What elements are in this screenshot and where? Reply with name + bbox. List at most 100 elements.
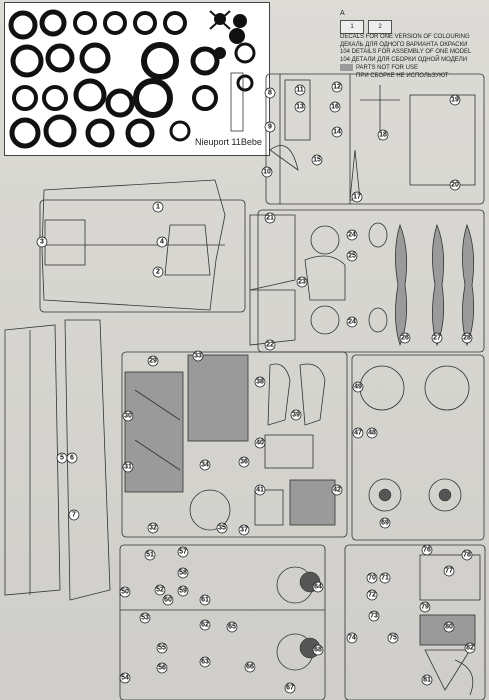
part-21-circle: [264, 212, 276, 224]
part-23-circle: [296, 276, 308, 288]
part-57-circle: [177, 546, 189, 558]
part-20: 20: [451, 182, 459, 189]
part-13-circle: [294, 101, 306, 113]
part-61: 61: [201, 597, 209, 604]
part-72: 72: [368, 592, 376, 599]
part-40-circle: [254, 437, 266, 449]
part-71: 71: [381, 575, 389, 582]
part-82-circle: [464, 642, 476, 654]
part-62: 62: [201, 622, 209, 629]
part-10: 10: [263, 169, 271, 176]
part-48: 48: [368, 430, 376, 437]
part-65-circle: [226, 621, 238, 633]
part-54: 54: [121, 675, 129, 682]
part-28-circle: [461, 332, 473, 344]
part-16: 16: [331, 104, 339, 111]
part-26-circle: [399, 332, 411, 344]
lower-wing-outline: [4, 324, 61, 596]
group-letter: A: [340, 10, 345, 17]
part-59-circle: [177, 585, 189, 597]
part-80-circle: [443, 621, 455, 633]
part-13: 13: [296, 104, 304, 111]
part-70-circle: [366, 572, 378, 584]
legend-line-4: 104 ДЕТАЛИ ДЛЯ СБОРКИ ОДНОЙ МОДЕЛИ: [340, 56, 468, 63]
part-29-circle: [147, 355, 159, 367]
part-2: 2: [156, 269, 160, 276]
part-19: 19: [451, 97, 459, 104]
part-76-circle: [421, 544, 433, 556]
part-20-circle: [449, 179, 461, 191]
part-26: 26: [401, 335, 409, 342]
part-75-circle: [387, 632, 399, 644]
part-58-circle: [177, 567, 189, 579]
part-53: 53: [141, 615, 149, 622]
part-75: 75: [389, 635, 397, 642]
part-1-circle: [152, 201, 164, 213]
part-7-circle: [68, 509, 80, 521]
part-68-circle: [312, 644, 324, 656]
part-52-circle: [154, 584, 166, 596]
part-2-circle: [152, 266, 164, 278]
part-38-circle: [254, 376, 266, 388]
part-24b-circle: [346, 316, 358, 328]
part-22-circle: [264, 339, 276, 351]
part-4-circle: [156, 236, 168, 248]
part-39: 39: [292, 412, 300, 419]
part-5: 5: [60, 455, 64, 462]
part-30: 30: [124, 413, 132, 420]
part-55-circle: [156, 642, 168, 654]
part-36-circle: [238, 456, 250, 468]
part-64: 64: [314, 584, 322, 591]
part-11: 11: [296, 87, 304, 94]
part-60-circle: [162, 594, 174, 606]
decal-caption: Nieuport 11Bebe: [195, 137, 262, 147]
part-77: 77: [445, 568, 453, 575]
part-72-circle: [366, 589, 378, 601]
not-used-area-3: [289, 479, 336, 526]
part-39-circle: [290, 409, 302, 421]
part-19-circle: [449, 94, 461, 106]
part-42: 42: [333, 487, 341, 494]
part-62-circle: [199, 619, 211, 631]
decal-sheet: Nieuport 11Bebe: [4, 2, 270, 156]
part-4: 4: [160, 239, 164, 246]
part-15: 15: [313, 157, 321, 164]
part-38: 38: [256, 379, 264, 386]
part-66-circle: [244, 661, 256, 673]
sprue-bottom-left-frame: [119, 544, 326, 700]
part-63-circle: [199, 656, 211, 668]
part-32: 32: [149, 525, 157, 532]
part-71-circle: [379, 572, 391, 584]
part-22: 22: [266, 342, 274, 349]
part-11-circle: [294, 84, 306, 96]
part-41: 41: [256, 487, 264, 494]
part-9-circle: [264, 121, 276, 133]
part-29: 29: [149, 358, 157, 365]
legend-line-2: ДЕКАЛЬ ДЛЯ ОДНОГО ВАРИАНТА ОКРАСКИ: [340, 41, 468, 48]
part-58: 58: [179, 570, 187, 577]
part-36: 36: [240, 459, 248, 466]
part-66: 66: [246, 664, 254, 671]
part-10-circle: [261, 166, 273, 178]
part-56-circle: [156, 662, 168, 674]
part-59: 59: [179, 588, 187, 595]
part-42-circle: [331, 484, 343, 496]
sprue-small-parts-frame: [265, 73, 485, 205]
part-78: 78: [463, 552, 471, 559]
part-16-circle: [329, 101, 341, 113]
part-64-circle: [312, 581, 324, 593]
part-61-circle: [199, 594, 211, 606]
part-35-circle: [216, 522, 228, 534]
part-24b: 24: [348, 319, 356, 326]
part-49-circle: [352, 381, 364, 393]
part-52: 52: [156, 587, 164, 594]
propellers: [395, 223, 475, 347]
sprue-cowling-frame: [257, 209, 485, 353]
part-69: 69: [381, 520, 389, 527]
skull-decals: [209, 10, 247, 59]
legend-line-5-text: PARTS NOT FOR USE: [356, 65, 419, 72]
part-79-circle: [419, 601, 431, 613]
part-48-circle: [366, 427, 378, 439]
part-8: 8: [268, 90, 272, 97]
